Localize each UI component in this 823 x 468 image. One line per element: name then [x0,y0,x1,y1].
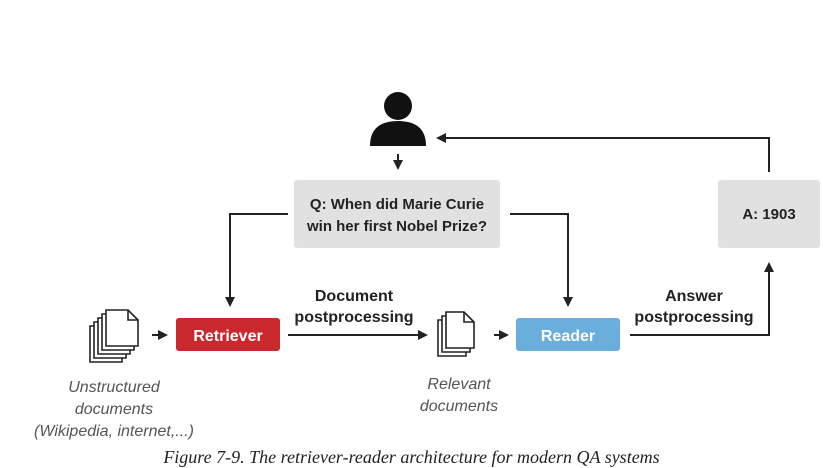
doc-postprocessing-line-1: Document [315,288,394,305]
answer-postprocessing-line-1: Answer [665,288,723,305]
doc-postprocessing-line-2: postprocessing [294,309,413,326]
relevant-docs-line-2: documents [420,398,498,415]
retriever-box: Retriever [176,318,280,351]
question-box: Q: When did Marie Curie win her first No… [294,180,500,248]
document-stack-icon [89,309,139,363]
reader-box: Reader [516,318,620,351]
arrow-question-to-reader [510,213,573,307]
figure-caption: Figure 7-9. The retriever-reader archite… [163,447,660,467]
answer-postprocessing-line-2: postprocessing [634,309,753,326]
reader-label: Reader [541,328,595,345]
answer-box: A: 1903 [718,180,820,248]
documents-icon [437,311,475,357]
arrow-question-to-retriever [225,213,288,307]
unstructured-docs-line-1: Unstructured [68,379,161,396]
unstructured-docs-line-2: documents [75,401,153,418]
arrow-answer-to-user [436,133,770,172]
answer-text: A: 1903 [742,206,795,223]
relevant-docs-line-1: Relevant [427,376,491,393]
arrow-reader-to-answer [630,262,774,336]
question-line-2: win her first Nobel Prize? [306,218,487,235]
retriever-reader-diagram: Q: When did Marie Curie win her first No… [34,92,820,440]
user-icon [370,92,426,146]
reader-rect [516,318,620,351]
retriever-label: Retriever [193,328,262,345]
unstructured-docs-line-3: (Wikipedia, internet,...) [34,423,194,440]
question-line-1: Q: When did Marie Curie [310,196,484,213]
retriever-rect [176,318,280,351]
